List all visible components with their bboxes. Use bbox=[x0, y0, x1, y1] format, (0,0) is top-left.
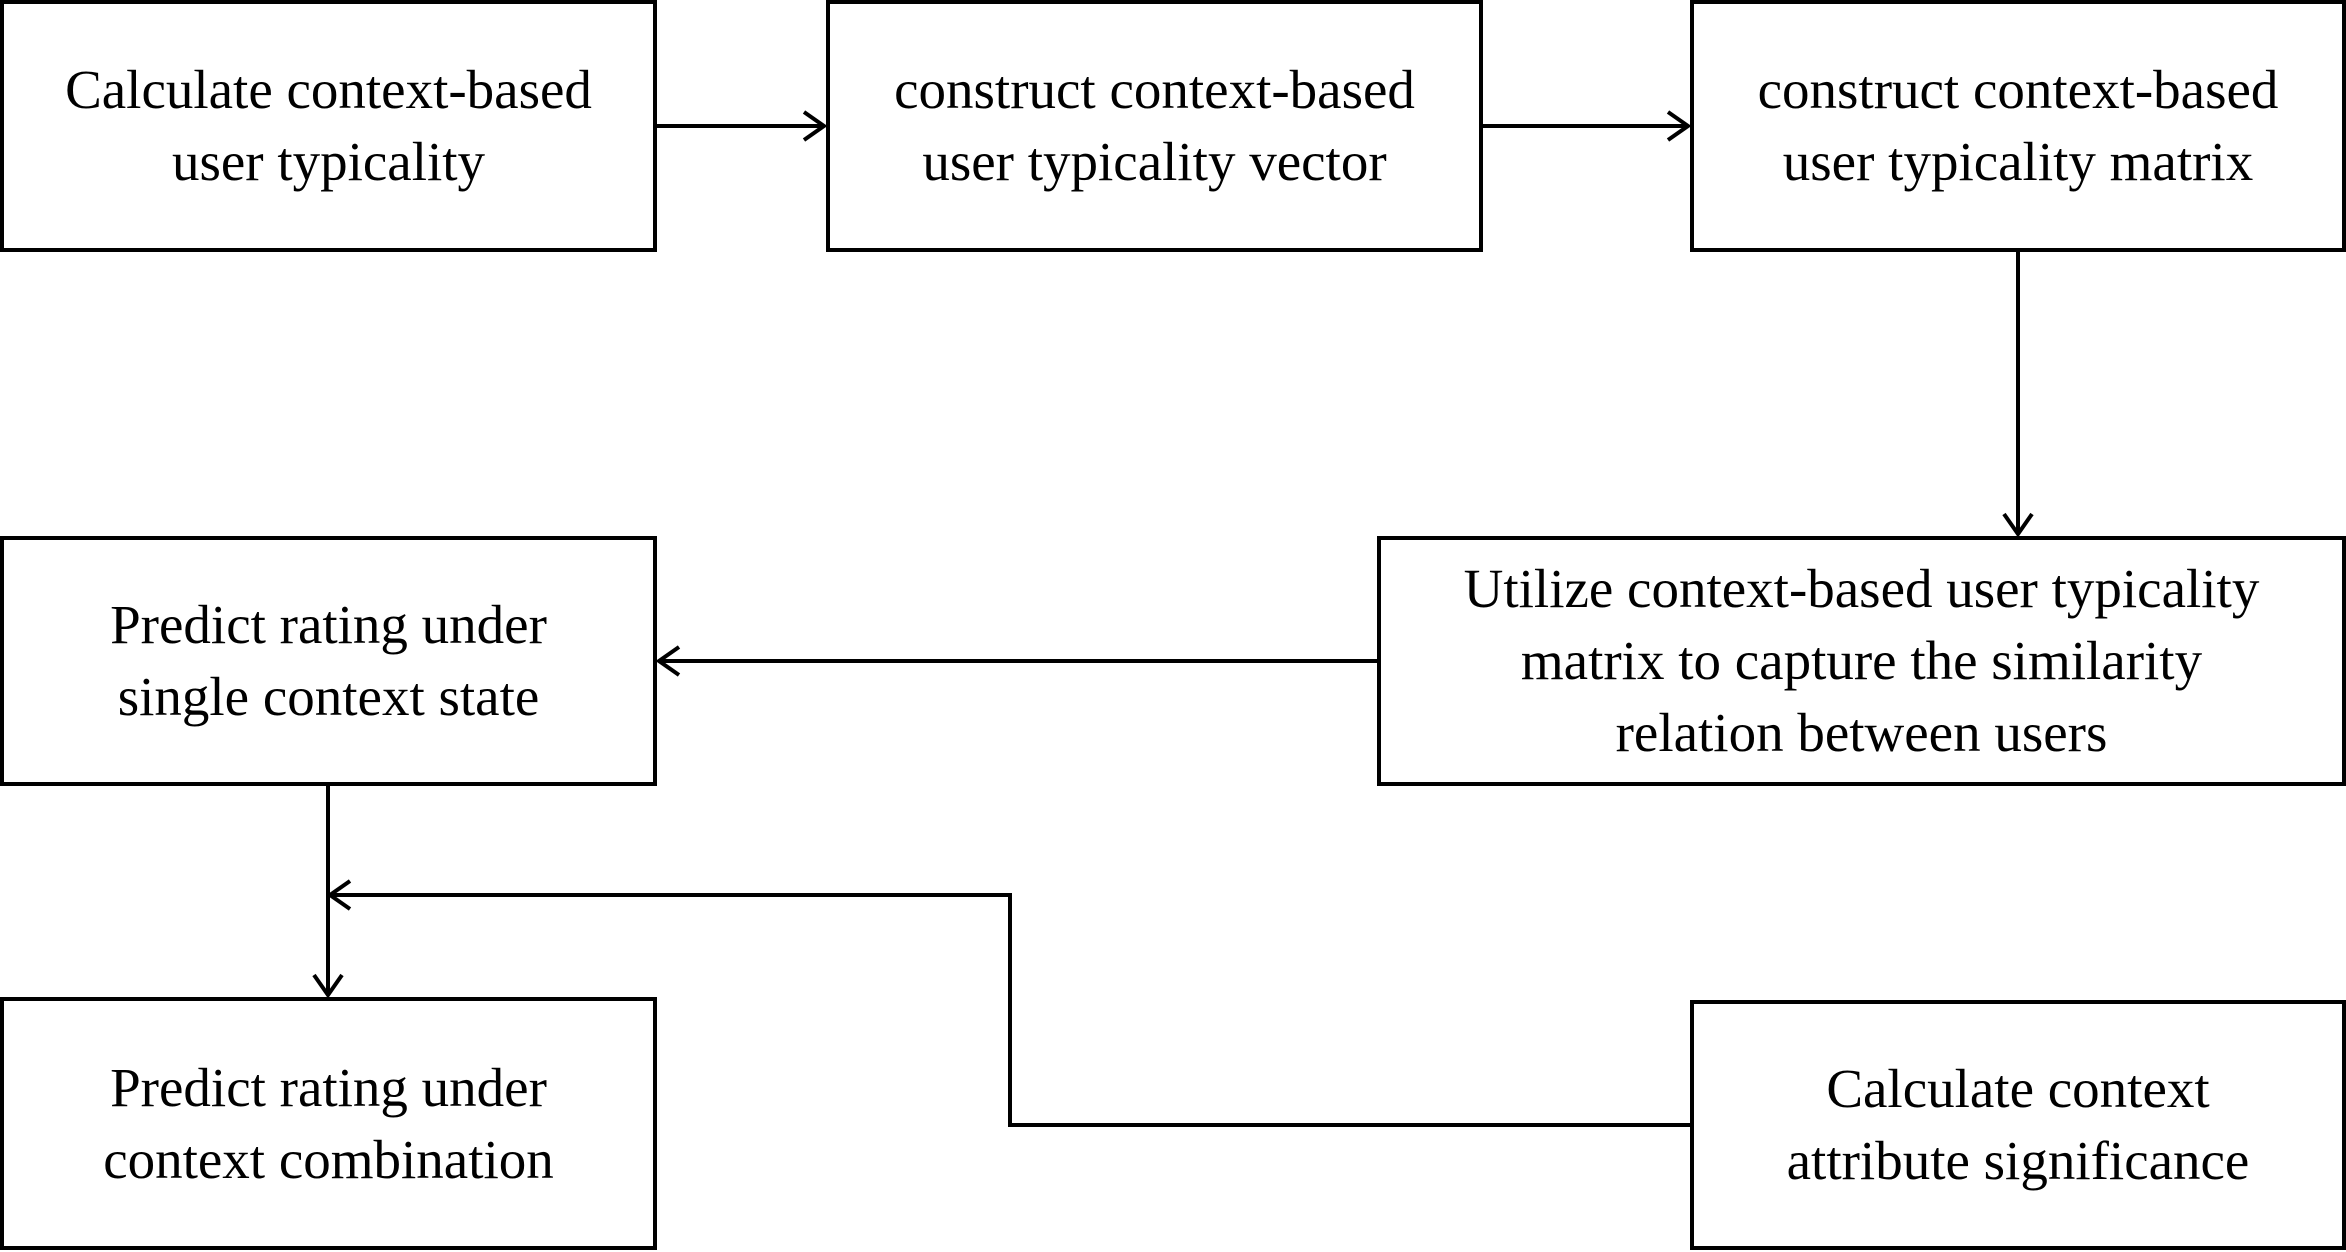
node-construct-typicality-matrix: construct context-based user typicality … bbox=[1690, 0, 2346, 252]
node-text-line: construct context-based bbox=[894, 59, 1415, 120]
node-text-line: Calculate context bbox=[1826, 1058, 2210, 1119]
node-text-line: attribute significance bbox=[1786, 1130, 2250, 1191]
node-calculate-user-typicality: Calculate context-based user typicality bbox=[0, 0, 657, 252]
arrow-matrix-to-utilize bbox=[2002, 252, 2034, 538]
node-construct-typicality-vector: construct context-based user typicality … bbox=[826, 0, 1483, 252]
arrow-typicality-to-vector bbox=[657, 110, 828, 142]
node-text-line: single context state bbox=[117, 666, 540, 727]
node-predict-context-combination: Predict rating under context combination bbox=[0, 997, 657, 1250]
node-calculate-attribute-significance: Calculate context attribute significance bbox=[1690, 1000, 2346, 1250]
node-text-line: context combination bbox=[103, 1128, 554, 1190]
arrow-single-to-combination bbox=[312, 786, 344, 999]
node-text-line: Utilize context-based user typicality bbox=[1463, 558, 2260, 619]
node-text-line: user typicality vector bbox=[922, 131, 1387, 192]
node-text-line: Calculate context-based bbox=[65, 59, 592, 120]
node-text-line: construct context-based bbox=[1757, 59, 2279, 120]
node-text-line: user typicality bbox=[171, 131, 486, 192]
node-text-line: Predict rating under bbox=[110, 1056, 547, 1118]
arrow-vector-to-matrix bbox=[1483, 110, 1692, 142]
arrow-significance-to-combination bbox=[326, 879, 1690, 1127]
node-text-line: matrix to capture the similarity bbox=[1520, 630, 2203, 691]
node-utilize-typicality-matrix: Utilize context-based user typicality ma… bbox=[1377, 536, 2346, 786]
node-predict-single-context: Predict rating under single context stat… bbox=[0, 536, 657, 786]
node-text-line: relation between users bbox=[1615, 702, 2108, 763]
arrow-utilize-to-predict-single bbox=[655, 645, 1377, 677]
node-text-line: user typicality matrix bbox=[1782, 131, 2254, 192]
node-text-line: Predict rating under bbox=[110, 594, 547, 655]
